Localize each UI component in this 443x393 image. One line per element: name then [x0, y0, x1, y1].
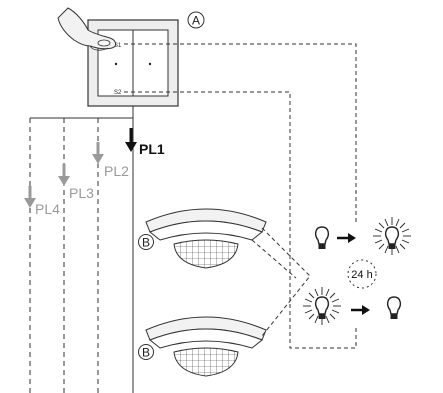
pushbutton-label-pl1: PL1	[139, 141, 165, 157]
arrow-down-icon-pl4	[24, 186, 36, 208]
presence-detector-1	[145, 208, 267, 269]
lamp-on-icon	[373, 217, 411, 255]
detector-link-lines	[251, 227, 311, 337]
terminal-s1-label: S1	[114, 43, 122, 49]
lamp-off-icon	[314, 226, 330, 249]
bus-lines	[29, 106, 134, 393]
switch-marker: A	[187, 11, 205, 29]
timer-indicator: 24 h	[347, 259, 377, 289]
pushbutton-arrows	[24, 128, 137, 208]
presence-detector-2	[145, 316, 267, 377]
detector-marker-2-label: B	[142, 346, 150, 360]
pushbutton-label-pl3: PL3	[69, 185, 94, 201]
terminal-s2-label: S2	[114, 90, 122, 96]
arrow-down-icon-pl3	[58, 164, 70, 186]
arrow-down-icon-pl1	[125, 128, 137, 152]
pushbutton-label-pl2: PL2	[104, 163, 129, 179]
timer-label: 24 h	[351, 269, 372, 281]
arrow-right-icon	[351, 305, 370, 315]
lamp-off-icon	[386, 296, 402, 319]
arrow-right-icon	[337, 233, 356, 243]
hand-icon	[57, 7, 117, 51]
detector-marker-1-label: B	[142, 236, 150, 250]
lamp-on-icon	[303, 287, 341, 325]
detector-marker-1: B	[138, 234, 154, 250]
pushbutton-label-pl4: PL4	[35, 201, 60, 217]
wall-switch: S1 S2	[87, 19, 179, 107]
signal-lines	[124, 43, 357, 349]
switch-marker-label: A	[192, 14, 200, 28]
detector-marker-2: B	[138, 344, 154, 360]
arrow-down-icon-pl2	[92, 142, 104, 164]
